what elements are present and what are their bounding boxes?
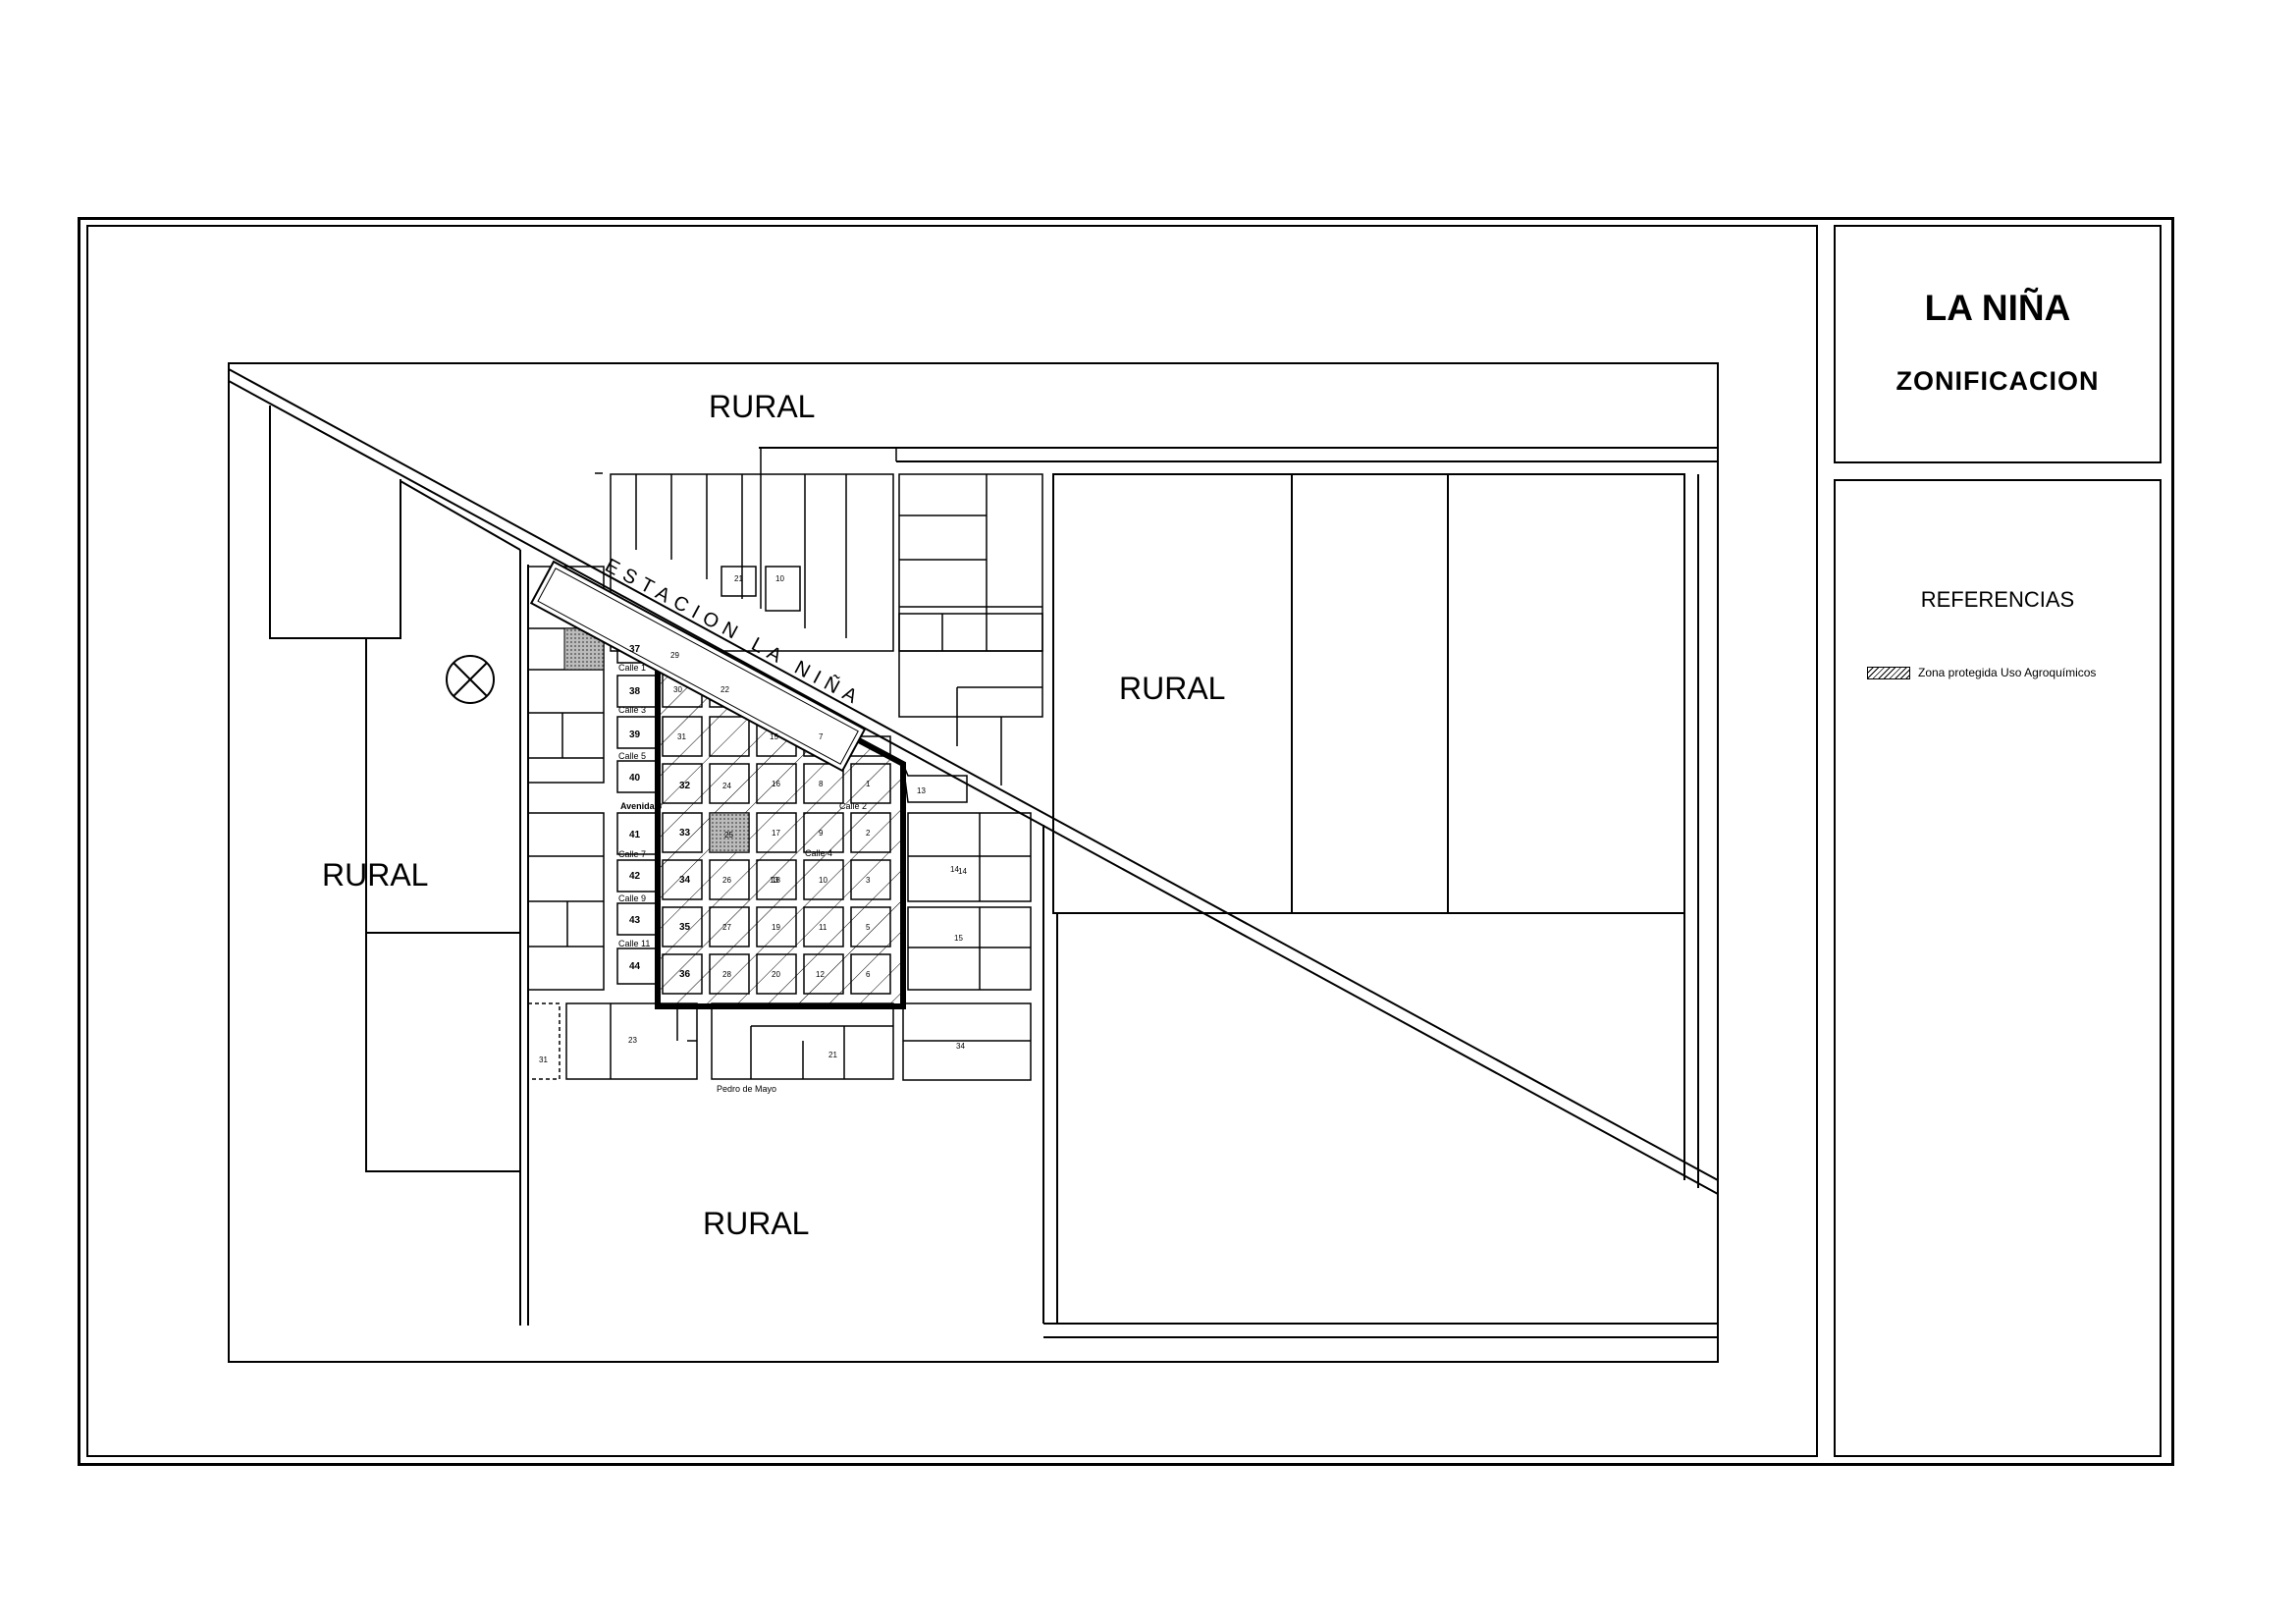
block-number: 3 [866,876,871,885]
block-number: 16 [772,780,780,788]
map-subtitle: ZONIFICACION [1896,366,2100,396]
street-label: Avenida 3 [620,801,662,811]
map-frame [86,225,1818,1457]
block-number: 27 [722,923,731,932]
block-number: 44 [629,961,641,972]
hatch-swatch-icon [1867,666,1910,679]
block-number: 10 [819,876,828,885]
block-number: 11 [819,923,828,932]
street-label: Calle 11 [618,939,650,948]
block-number: 37 [629,644,641,655]
block-number: 21 [734,574,743,583]
zone-label-rural: RURAL [322,857,429,893]
block-number: 13 [770,876,778,885]
block-number: 18 [772,876,780,885]
street-label: Pedro de Mayo [717,1084,776,1094]
block-number: 9 [819,829,824,838]
street-label: Calle 1 [618,663,646,673]
block-number: 36 [679,969,691,980]
east-parcels [1052,473,1699,1188]
block-number: 17 [772,829,780,838]
block-number: 26 [722,876,731,885]
block-number: 40 [629,773,641,784]
town-grid [662,667,891,995]
legend-heading: REFERENCIAS [1920,587,2075,612]
block-number: 7 [819,732,824,741]
west-town-blocks [527,566,698,1080]
block-number: 6 [866,970,871,979]
town-name: LA NIÑA [1924,288,2071,328]
dotted-block [709,812,750,853]
block-number: 8 [819,780,824,788]
zone-label-rural: RURAL [709,389,816,424]
north-lots [595,448,1043,785]
block-numbers-column: 37 38 39 40 41 42 43 44 32 33 34 35 36 [629,644,691,980]
block-number: 41 [629,830,641,840]
block-number: 20 [772,970,780,979]
block-number: 1 [866,780,871,788]
street-label: Calle 2 [839,801,867,811]
block-number: 21 [828,1051,837,1059]
legend-panel: REFERENCIAS Zona protegida Uso Agroquími… [1834,479,2162,1457]
zone-label-rural: RURAL [703,1206,810,1241]
street-label: Calle 7 [618,849,646,859]
street-label: Calle 9 [618,893,646,903]
sheet-outer-frame [78,217,2174,1466]
circle-x-icon [446,655,495,704]
block-number: 22 [721,685,729,694]
block-number: 43 [629,915,641,926]
zone-label-rural: RURAL [1119,671,1226,706]
block-number: 31 [539,1056,548,1064]
block-number: 14 [958,867,967,876]
railway-line [228,368,1719,1195]
block-number: 15 [770,732,778,741]
block-number: 33 [679,828,691,839]
block-number: 28 [722,970,731,979]
block-number: 23 [628,1036,637,1045]
block-number: 25 [724,831,733,839]
street-labels: Calle 1 Calle 3 Calle 5 Avenida 3 Calle … [618,663,867,1094]
block-number: 14 [950,865,959,874]
block-number: 13 [917,786,926,795]
block-number: 32 [679,781,691,791]
block-numbers-grid: 29 30 31 22 15 7 24 16 8 1 25 17 9 2 18 … [539,574,967,1064]
east-town-blocks [711,763,1032,1081]
street-label: Calle 5 [618,751,646,761]
block-number: 35 [679,922,691,933]
block-number: 29 [670,651,679,660]
legend-item: Zona protegida Uso Agroquímicos [1867,666,2096,679]
block-number: 34 [956,1042,965,1051]
block-number: 10 [775,574,784,583]
block-number: 42 [629,871,641,882]
title-block: LA NIÑA ZONIFICACION [1834,225,2162,463]
station-building [529,560,867,773]
block-number: 39 [629,730,641,740]
block-number: 15 [954,934,963,943]
plan-boundary [228,362,1719,1363]
block-number: 31 [677,732,686,741]
block-number: 38 [629,686,641,697]
block-number: 34 [679,875,691,886]
street-label: Calle 4 [805,848,832,858]
block-number: 2 [866,829,871,838]
street-label: Calle 3 [618,705,646,715]
block-number: 30 [673,685,682,694]
block-number: 24 [722,782,731,790]
block-number: 12 [816,970,825,979]
block-number: 19 [772,923,780,932]
block-number: 5 [866,923,871,932]
legend-item-label: Zona protegida Uso Agroquímicos [1918,666,2097,679]
